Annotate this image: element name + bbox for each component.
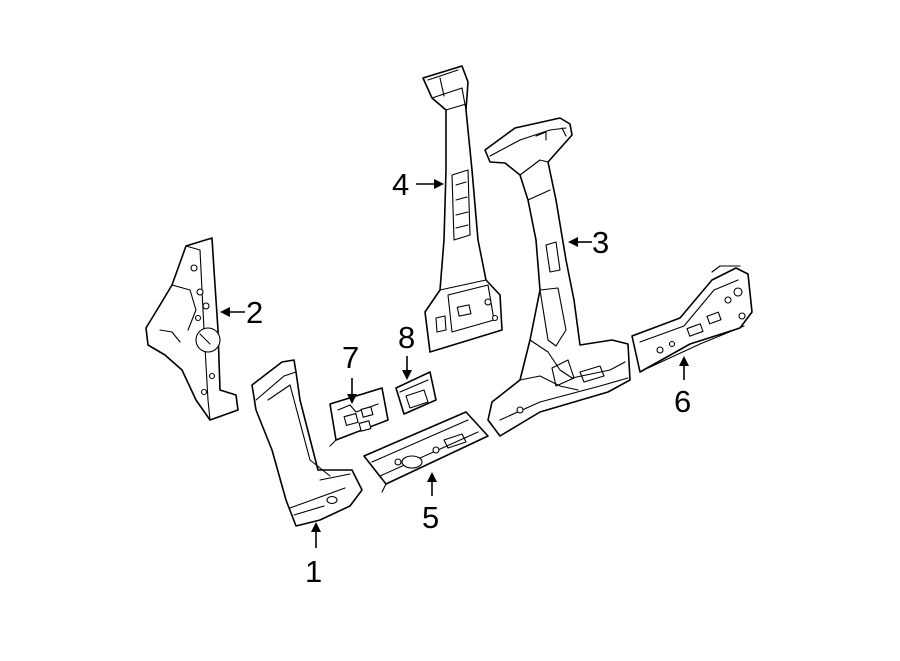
part-3-outer-pillar xyxy=(484,117,631,437)
callout-8-label: 8 xyxy=(398,320,415,355)
part-1-lower-pillar xyxy=(251,359,363,527)
part-8-bracket xyxy=(395,371,437,415)
callout-7: 7 xyxy=(342,340,359,404)
callout-1-label: 1 xyxy=(305,554,322,589)
callout-7-label: 7 xyxy=(342,340,359,375)
callout-6: 6 xyxy=(674,356,691,419)
callout-6-label: 6 xyxy=(674,384,691,419)
part-4-inner-pillar xyxy=(422,65,503,353)
callout-3-label: 3 xyxy=(592,225,609,260)
callout-4-label: 4 xyxy=(392,167,409,202)
callout-5: 5 xyxy=(422,472,439,535)
callout-8: 8 xyxy=(398,320,415,380)
part-7-bracket xyxy=(329,387,389,447)
callout-4: 4 xyxy=(392,167,444,202)
callout-5-label: 5 xyxy=(422,500,439,535)
part-6-rear-reinforcement xyxy=(631,265,753,373)
part-2-hinge-reinforcement xyxy=(145,237,239,421)
callout-3: 3 xyxy=(568,225,609,260)
callout-1: 1 xyxy=(305,522,322,589)
part-5-floor-rail xyxy=(363,411,489,493)
callout-2: 2 xyxy=(220,295,263,330)
callout-2-label: 2 xyxy=(246,295,263,330)
